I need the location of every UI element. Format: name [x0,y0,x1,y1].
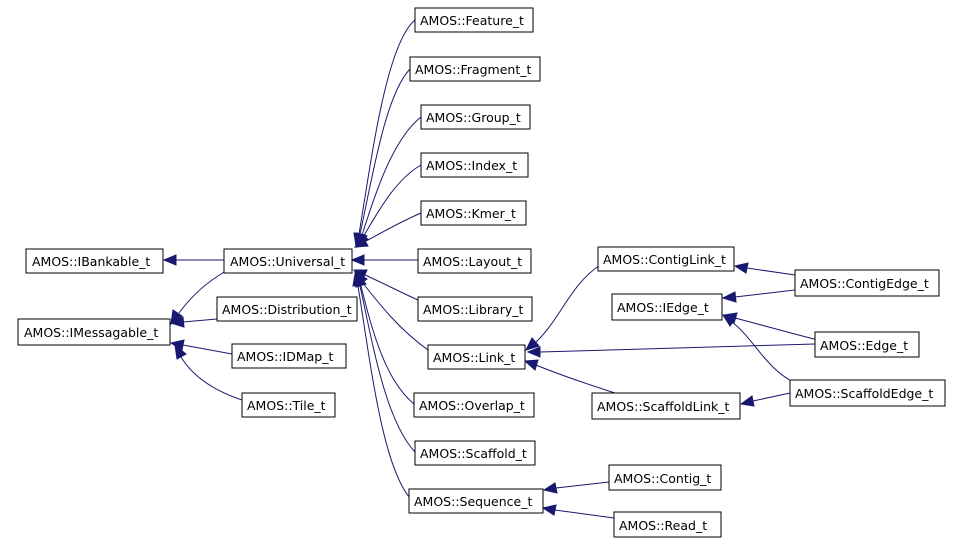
edge-arrowhead [525,337,540,351]
edge-arrowhead [523,359,539,371]
class-label: AMOS::Universal_t [230,254,345,269]
class-label: AMOS::Distribution_t [222,302,352,317]
edge-arrowhead [526,346,541,358]
edge-arrowhead [350,254,365,266]
edge-fragment-universal [359,68,411,235]
class-node-feature[interactable]: AMOS::Feature_t [414,7,534,33]
class-node-scaffoldlink[interactable]: AMOS::ScaffoldLink_t [591,392,741,420]
class-node-tile[interactable]: AMOS::Tile_t [241,392,336,418]
edge-arrowhead [169,316,185,328]
class-label: AMOS::Feature_t [420,13,524,28]
class-node-scaffoldedge[interactable]: AMOS::ScaffoldEdge_t [789,379,946,407]
class-node-idmap[interactable]: AMOS::IDMap_t [231,343,347,369]
class-node-link[interactable]: AMOS::Link_t [427,344,526,370]
edge-kmer-universal [365,212,422,242]
edge-arrowhead [174,343,187,360]
class-node-edge[interactable]: AMOS::Edge_t [814,331,920,358]
edge-arrowhead [352,272,364,287]
class-label: AMOS::Sequence_t [414,494,532,509]
class-label: AMOS::Contig_t [614,471,711,486]
edge-scaffoldlink-link [535,364,619,395]
edge-edge-link [539,343,816,353]
edge-contiglink-link [534,264,601,344]
edge-scaffold-universal [359,285,416,453]
edge-group-universal [361,116,422,236]
edge-arrowhead [721,291,737,303]
edge-contigedge-iedge [734,289,796,298]
class-label: AMOS::ScaffoldEdge_t [795,386,933,401]
class-label: AMOS::Index_t [426,158,517,173]
class-node-overlap[interactable]: AMOS::Overlap_t [413,392,535,418]
nodes-layer: AMOS::IBankable_t AMOS::IMessagable_t AM… [17,7,946,538]
edge-contig-sequence [555,481,610,489]
edge-arrowhead [739,395,755,407]
class-label: AMOS::ContigEdge_t [800,276,929,291]
edge-library-universal [364,274,419,301]
edge-index-universal [362,164,422,238]
edge-arrowhead [721,314,737,327]
class-node-imessagable[interactable]: AMOS::IMessagable_t [17,318,171,346]
class-node-contig[interactable]: AMOS::Contig_t [608,464,722,491]
class-node-iedge[interactable]: AMOS::IEdge_t [611,293,723,321]
edge-arrowhead [353,236,369,248]
class-node-sequence[interactable]: AMOS::Sequence_t [408,488,544,514]
class-label: AMOS::IBankable_t [32,254,150,269]
class-label: AMOS::Group_t [426,110,521,125]
class-label: AMOS::Layout_t [423,254,522,269]
class-node-universal[interactable]: AMOS::Universal_t [223,248,353,274]
edge-read-sequence [554,509,615,519]
edge-universal-imessagable [178,270,227,314]
class-node-scaffold[interactable]: AMOS::Scaffold_t [414,440,536,466]
class-label: AMOS::ContigLink_t [603,252,726,267]
class-node-contigedge[interactable]: AMOS::ContigEdge_t [794,269,940,297]
class-node-ibankable[interactable]: AMOS::IBankable_t [25,248,164,274]
class-label: AMOS::Kmer_t [426,206,516,221]
edge-contigedge-contiglink [746,267,796,276]
edge-arrowhead [542,482,558,494]
class-label: AMOS::Link_t [433,350,515,365]
edge-scaffoldedge-iedge [731,321,796,384]
class-label: AMOS::Fragment_t [415,62,531,77]
edge-idmap-imessagable [182,344,233,355]
class-label: AMOS::Edge_t [820,338,908,353]
class-node-contiglink[interactable]: AMOS::ContigLink_t [597,246,735,272]
edge-sequence-universal [357,285,411,499]
edge-feature-universal [358,19,416,235]
class-label: AMOS::ScaffoldLink_t [597,399,730,414]
edge-arrowhead [162,254,177,266]
class-label: AMOS::Overlap_t [419,398,525,413]
class-node-group[interactable]: AMOS::Group_t [420,104,531,130]
class-node-distribution[interactable]: AMOS::Distribution_t [216,296,358,322]
class-node-library[interactable]: AMOS::Library_t [417,296,533,322]
edge-arrowhead [541,504,557,516]
edge-edge-iedge [734,317,819,341]
edges-layer [162,19,819,519]
edge-tile-imessagable [180,356,243,401]
class-node-fragment[interactable]: AMOS::Fragment_t [409,56,541,82]
class-node-index[interactable]: AMOS::Index_t [420,152,529,178]
class-label: AMOS::IDMap_t [237,349,333,364]
class-label: AMOS::IEdge_t [617,300,709,315]
class-node-layout[interactable]: AMOS::Layout_t [417,248,532,274]
class-label: AMOS::IMessagable_t [24,325,158,340]
edge-arrowhead [733,262,749,274]
class-label: AMOS::Tile_t [247,398,326,413]
edge-overlap-universal [360,285,415,405]
class-label: AMOS::Scaffold_t [420,446,527,461]
class-node-kmer[interactable]: AMOS::Kmer_t [420,200,527,226]
edge-distribution-imessagable [182,318,218,323]
edge-scaffoldedge-scaffoldlink [752,392,791,402]
edge-link-universal [361,281,429,351]
class-label: AMOS::Read_t [619,518,707,533]
class-label: AMOS::Library_t [423,302,523,317]
class-node-read[interactable]: AMOS::Read_t [613,511,722,538]
